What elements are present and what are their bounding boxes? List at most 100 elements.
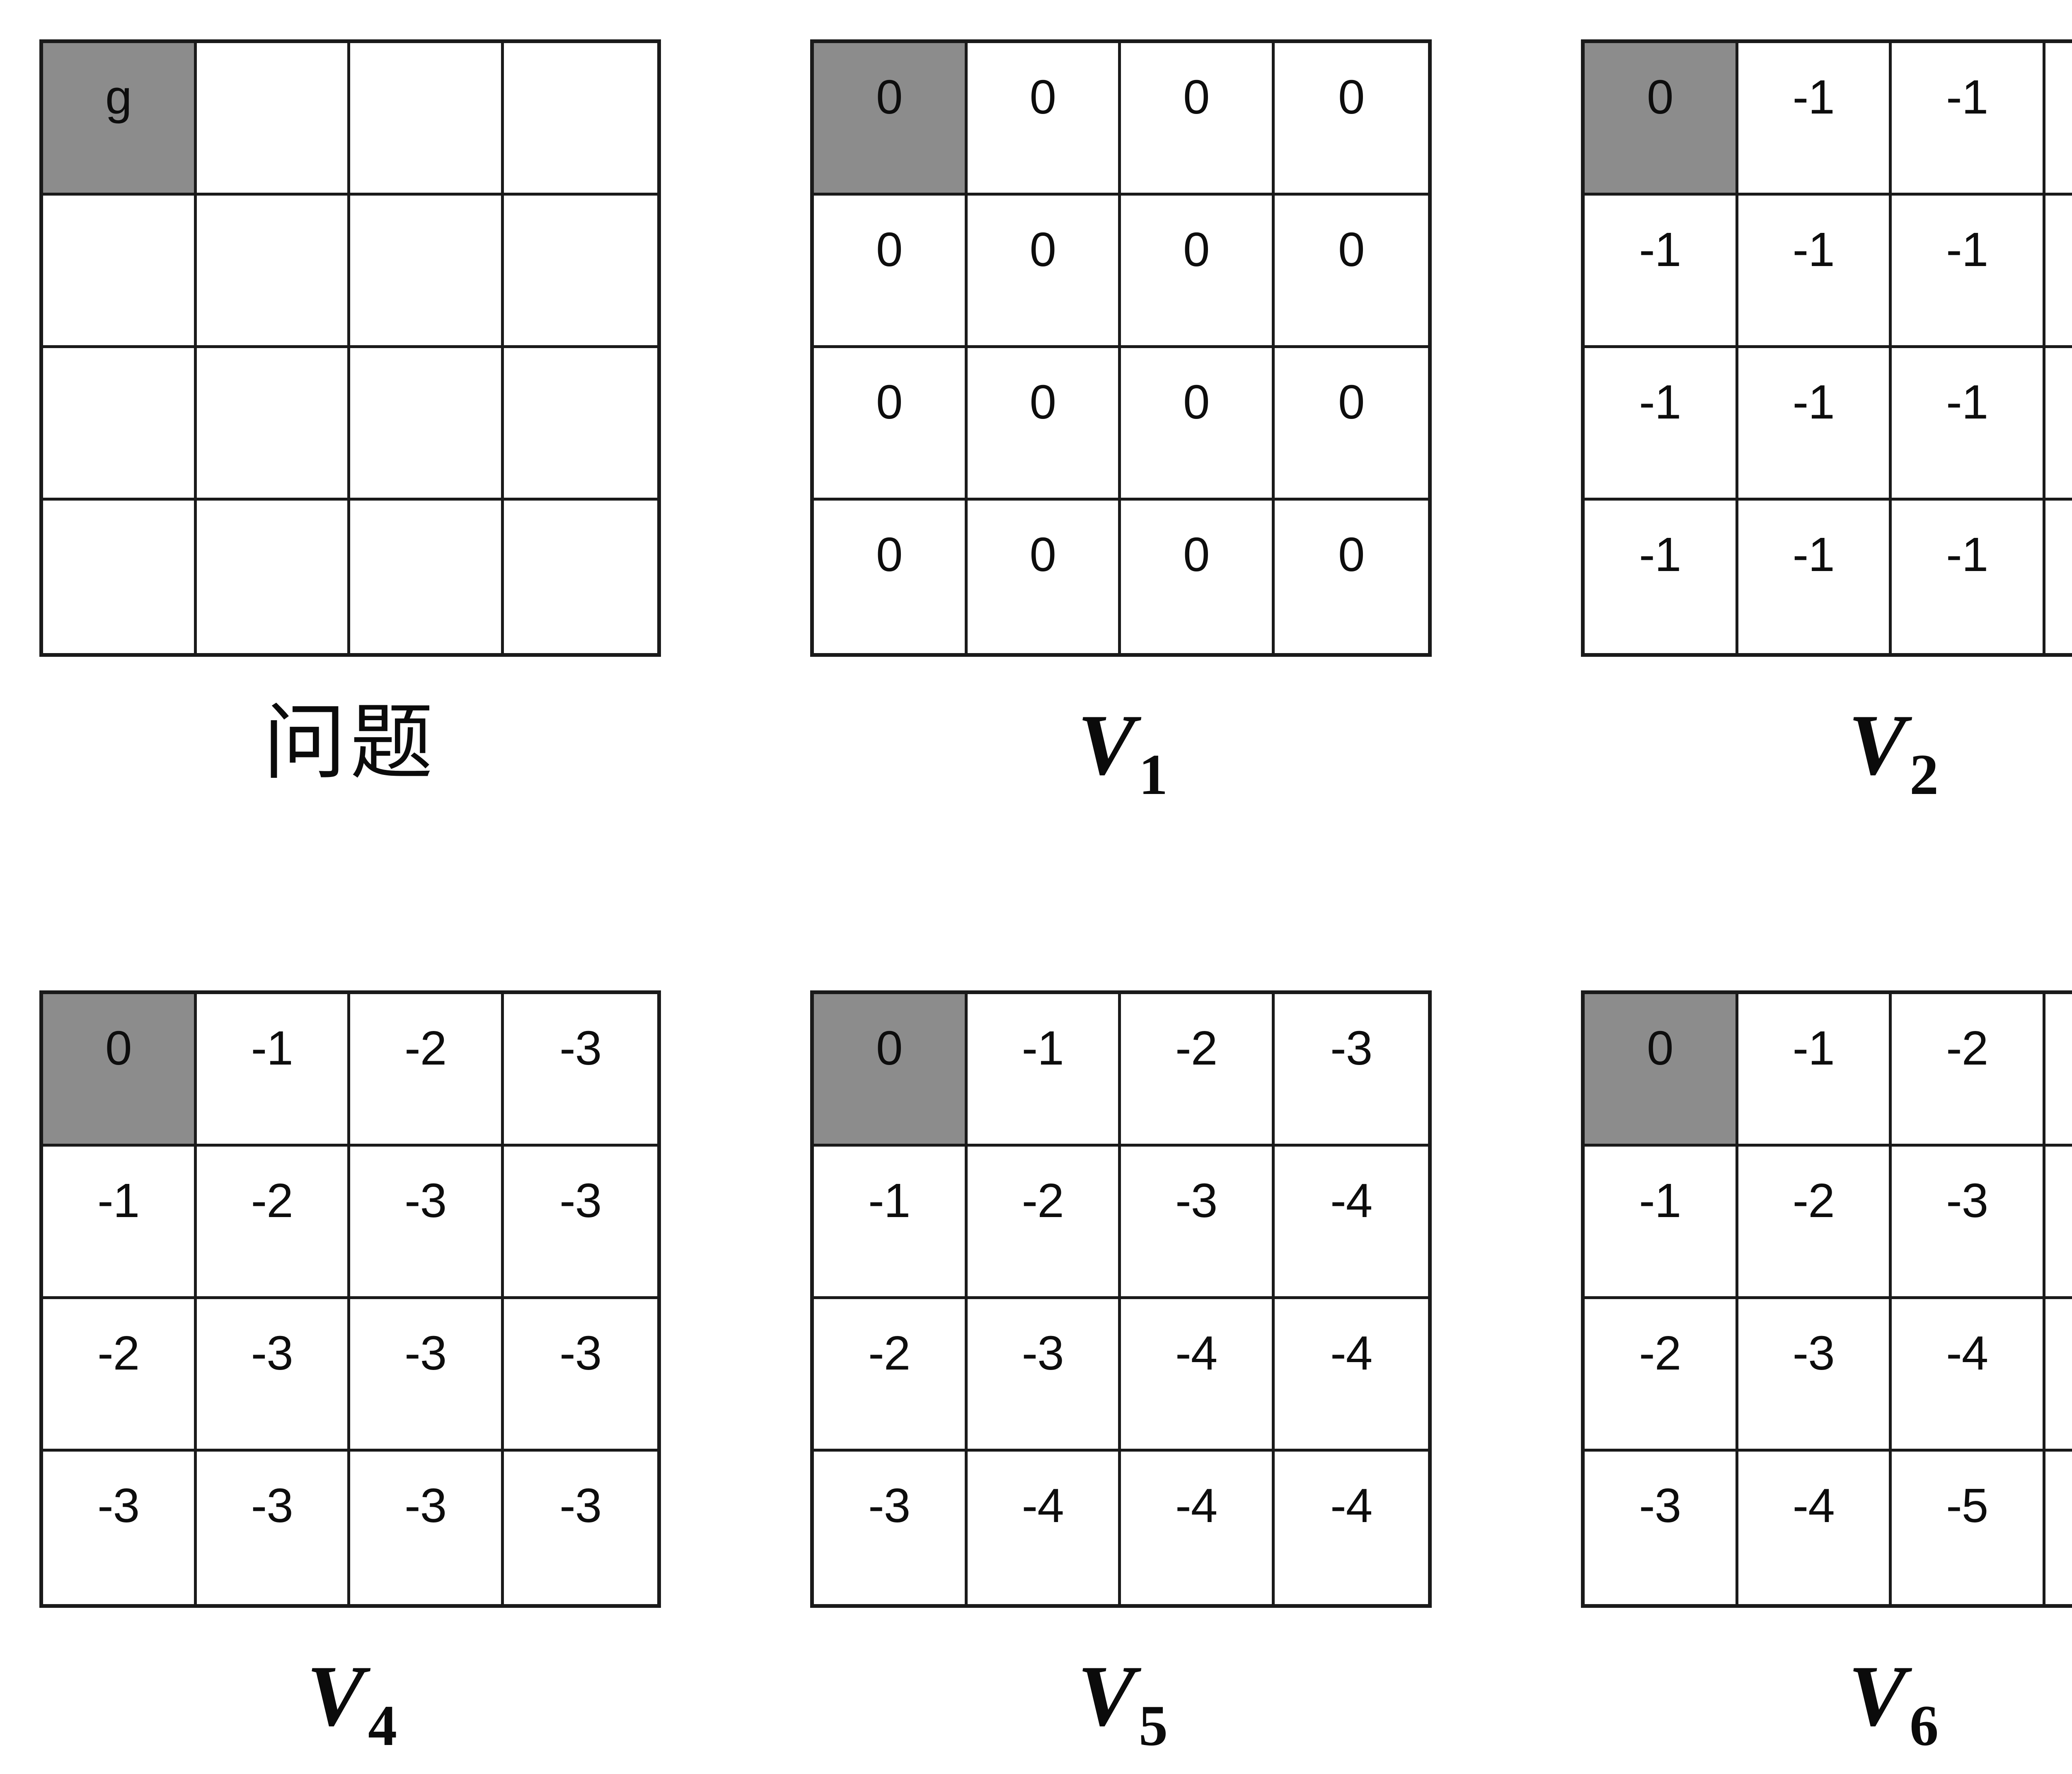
grid-cell: 0: [1274, 43, 1428, 196]
grid-cell: -3: [350, 1299, 504, 1452]
grid-cell: -4: [1274, 1147, 1428, 1299]
grid-cell: -3: [196, 1299, 350, 1452]
grid-cell: -1: [2045, 43, 2072, 196]
caption-symbol: V: [1848, 1648, 1907, 1744]
grid-cell: [196, 43, 350, 196]
grid-cell: -1: [1738, 501, 1892, 653]
grid-cell: [196, 348, 350, 501]
grid-cell: -5: [2045, 1299, 2072, 1452]
grid-cell: 0: [1274, 501, 1428, 653]
grid-cell: -1: [967, 994, 1121, 1147]
grid-cell: -4: [2045, 1147, 2072, 1299]
grid-cell: -2: [1892, 994, 2045, 1147]
grid-cell: -4: [1274, 1299, 1428, 1452]
panel-caption-v4: V4: [39, 1653, 661, 1760]
grid-cell: -3: [503, 994, 657, 1147]
caption-symbol: V: [306, 1648, 365, 1744]
caption-subscript: 4: [368, 1694, 397, 1758]
grid-cell: [503, 196, 657, 348]
grid-cell: 0: [967, 348, 1121, 501]
grid-cell: [350, 348, 504, 501]
caption-subscript: 2: [1910, 743, 1939, 807]
value-grid-panel-v6: 0-1-2-3-1-2-3-4-2-3-4-5-3-4-5-5V6: [1581, 990, 2072, 1760]
grid-cell: -3: [967, 1299, 1121, 1452]
caption-symbol: V: [1077, 697, 1136, 793]
grid-cell: 0: [814, 348, 968, 501]
grid-cell: [503, 43, 657, 196]
grid-cell: [43, 501, 197, 653]
grid-cell: 0: [814, 501, 968, 653]
grid-cell-terminal: 0: [1585, 43, 1738, 196]
grid-cell: -3: [43, 1452, 197, 1604]
value-grid-v6: 0-1-2-3-1-2-3-4-2-3-4-5-3-4-5-5: [1581, 990, 2072, 1608]
grid-cell-terminal: g: [43, 43, 197, 196]
grid-cell: -2: [350, 994, 504, 1147]
grid-cell: -3: [814, 1452, 968, 1604]
grid-cell: -3: [1121, 1147, 1275, 1299]
grid-cell: 0: [1274, 348, 1428, 501]
grid-cell-terminal: 0: [1585, 994, 1738, 1147]
panel-caption-v6: V6: [1581, 1653, 2072, 1760]
grid-cell: -2: [1121, 994, 1275, 1147]
grid-cell-terminal: 0: [814, 994, 968, 1147]
grid-cell: [196, 501, 350, 653]
grid-cell: -1: [2045, 348, 2072, 501]
grid-cell: -3: [503, 1147, 657, 1299]
grid-cell: -2: [43, 1299, 197, 1452]
grid-cell: 0: [1274, 196, 1428, 348]
grid-cell: 0: [1121, 196, 1275, 348]
grid-cell: [43, 196, 197, 348]
grid-cell: 0: [967, 43, 1121, 196]
panel-caption-v2: V2: [1581, 702, 2072, 809]
grid-cell: -4: [967, 1452, 1121, 1604]
grid-cell: -1: [43, 1147, 197, 1299]
grid-cell: -2: [1738, 1147, 1892, 1299]
grid-cell: -1: [2045, 196, 2072, 348]
value-grid-v4: 0-1-2-3-1-2-3-3-2-3-3-3-3-3-3-3: [39, 990, 661, 1608]
grid-cell: [350, 196, 504, 348]
grid-cell: -1: [1585, 196, 1738, 348]
grid-cell: -1: [1892, 501, 2045, 653]
grid-cell: [350, 43, 504, 196]
grid-cell: -3: [350, 1452, 504, 1604]
value-grid-panel-problem: g 问题: [39, 39, 661, 809]
grid-cell: -4: [1274, 1452, 1428, 1604]
grid-cell: -5: [2045, 1452, 2072, 1604]
grid-cell: 0: [967, 501, 1121, 653]
grid-cell: -2: [967, 1147, 1121, 1299]
grid-cell: 0: [1121, 501, 1275, 653]
grid-cell: 0: [814, 196, 968, 348]
grid-cell: -1: [1738, 994, 1892, 1147]
grid-cell: -2: [196, 1147, 350, 1299]
grid-cell: -1: [2045, 501, 2072, 653]
grid-cell: 0: [1121, 348, 1275, 501]
value-grid-v5: 0-1-2-3-1-2-3-4-2-3-4-4-3-4-4-4: [810, 990, 1432, 1608]
grid-cell: -4: [1121, 1452, 1275, 1604]
grid-cell: 0: [967, 196, 1121, 348]
grid-cell: -1: [1738, 348, 1892, 501]
grid-cell: -2: [1585, 1299, 1738, 1452]
grid-cell: 0: [1121, 43, 1275, 196]
value-grid-v2: 0-1-1-1-1-1-1-1-1-1-1-1-1-1-1-1: [1581, 39, 2072, 657]
caption-symbol: V: [1077, 1648, 1136, 1744]
grid-cell: [43, 348, 197, 501]
grid-cell: -1: [1738, 196, 1892, 348]
grid-cell: [350, 501, 504, 653]
grid-cell: -1: [1585, 348, 1738, 501]
grid-cell: -1: [1585, 1147, 1738, 1299]
panel-caption-problem: 问题: [39, 702, 661, 809]
grid-cell: -3: [503, 1452, 657, 1604]
grid-cell: -1: [814, 1147, 968, 1299]
grid-cell: -3: [1585, 1452, 1738, 1604]
grid-cell: -1: [196, 994, 350, 1147]
grid-cell: -4: [1892, 1299, 2045, 1452]
grid-cell: -1: [1892, 348, 2045, 501]
caption-subscript: 1: [1139, 743, 1168, 807]
grid-cell: -1: [1892, 196, 2045, 348]
grid-cell: -3: [1892, 1147, 2045, 1299]
grid-cell: -1: [1892, 43, 2045, 196]
